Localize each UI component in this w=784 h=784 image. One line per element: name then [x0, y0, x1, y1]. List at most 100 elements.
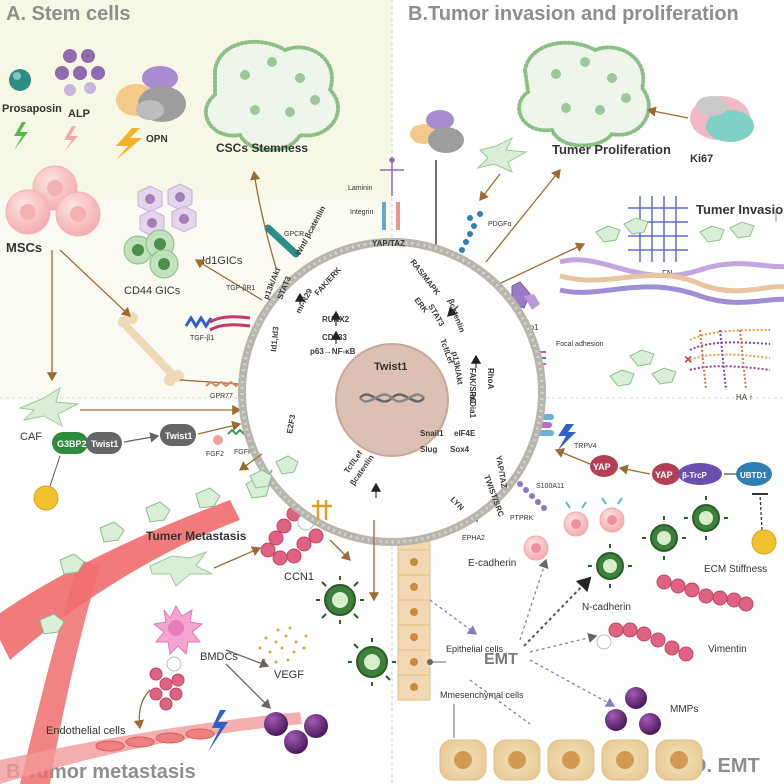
- alp-molecules: [55, 49, 105, 96]
- id1-gic-cells: [137, 183, 197, 237]
- integrin-receptor-icon: [382, 202, 400, 230]
- arrow-bmdc-purple: [225, 663, 271, 709]
- label-endothelial: Endothelial cells: [46, 725, 126, 737]
- label-vimentin: Vimentin: [708, 644, 747, 655]
- label-twist1-center: Twist1: [374, 361, 407, 373]
- label-opn: OPN: [146, 134, 168, 145]
- arrow-yap-release: [618, 464, 651, 475]
- arrow-fibroblast: [479, 173, 501, 202]
- tgfbr1-receptor-icon-2: [209, 323, 251, 332]
- label-pdgfa: PDGFα: [488, 221, 512, 228]
- pdgfa-receptor-icon: [459, 211, 483, 253]
- label-cd44gics: CD44 GICs: [124, 285, 181, 297]
- label-tumer-invasion: Tumer Invasion: [696, 202, 784, 217]
- label-cscs-stemness: CSCs Stemness: [216, 141, 308, 155]
- label-trpv4: TRPV4: [574, 443, 597, 450]
- pathway-label: RhoA: [486, 368, 495, 390]
- arrow-ring-left: [238, 453, 263, 471]
- csc-cluster-a: [203, 39, 341, 152]
- mesenchymal-cells: [439, 739, 703, 781]
- arrow-yap-ring: [554, 448, 591, 465]
- arrow-gic: [194, 259, 263, 301]
- opn-signal-icon: [116, 128, 142, 160]
- label-twist1-complex: Twist1: [91, 439, 118, 449]
- label-ki67: Ki67: [690, 153, 713, 165]
- arrow-bmdc-vegf: [225, 649, 270, 669]
- arrow-emt-mmps: [529, 659, 616, 707]
- label-ptprk: PTPRK: [510, 515, 534, 522]
- s100a11-icon: [517, 481, 547, 511]
- fgf2-ligand-icon: [213, 435, 223, 445]
- tgfbr1-receptor-icon: [209, 315, 251, 324]
- label-s100a11: S100A11: [536, 483, 564, 490]
- mmp-spheres: [605, 687, 661, 735]
- prosaposin-molecule: [9, 69, 31, 91]
- label-fgf2: FGF2: [206, 451, 224, 458]
- prosaposin-signal-icon: [14, 122, 28, 150]
- pathway-label: Snail1: [420, 429, 444, 438]
- pathway-label: CD133: [322, 333, 347, 342]
- pathway-label: YAP/TAZ: [372, 239, 405, 248]
- pathway-label: eIF4E: [454, 429, 476, 438]
- pathway-label: mDia1: [468, 394, 477, 419]
- arrow-ccn1: [213, 546, 262, 569]
- immune-cell-2: [348, 638, 396, 686]
- pathway-label: p63→NF-κB: [310, 347, 356, 356]
- label-ncadherin: N-cadherin: [582, 602, 631, 613]
- arrow-emt-vimentin: [529, 632, 598, 653]
- arrow-emt-ncad: [523, 576, 592, 647]
- endothelial-cells: [95, 728, 215, 752]
- label-ubtd1: UBTD1: [740, 471, 767, 480]
- label-bmdcs: BMDCs: [200, 651, 238, 663]
- ras-protein: [410, 110, 464, 153]
- ring-tumor-cell-2: [275, 455, 299, 475]
- label-gpr77: GPR77: [210, 393, 233, 400]
- title-emt: D. EMT: [692, 755, 760, 777]
- label-caf: CAF: [20, 431, 42, 443]
- ha-mesh: [689, 329, 771, 391]
- label-yap-1: YAP: [593, 462, 611, 472]
- tgfb1-ligand-icon: [184, 315, 213, 329]
- csc-cluster-b: [517, 40, 651, 148]
- ring-tumor-cell: [249, 469, 273, 489]
- label-epha2: EPHA2: [462, 535, 485, 542]
- arrow-cscs: [249, 170, 277, 269]
- label-id1gics: Id1GICs: [202, 255, 243, 267]
- label-tgfbr1: TGF-βR1: [226, 285, 255, 292]
- arrow-ki67: [646, 106, 689, 119]
- arrow-twist-release: [123, 432, 160, 443]
- label-mscs: MSCs: [6, 240, 42, 255]
- immune-cell-1: [316, 576, 364, 624]
- purple-spheres-left: [264, 712, 328, 754]
- ecm-stiffness-ligand: [751, 529, 777, 555]
- yap-node-1: [590, 455, 618, 477]
- label-gpcr: GPCR: [284, 231, 304, 238]
- cell-membrane-dots: [240, 240, 544, 544]
- opn-protein: [116, 66, 186, 122]
- label-ecm-stiffness: ECM Stiffness: [704, 564, 767, 575]
- bmdc-cell: [152, 604, 204, 656]
- label-tumer-metastasis: Tumer Metastasis: [146, 529, 247, 543]
- endothelial-signal-icon: [208, 710, 228, 752]
- pathway-label: Id1,Id3: [269, 326, 281, 353]
- ki67-protein: [690, 96, 754, 142]
- bone-icon: [118, 312, 184, 386]
- ncadherin-cells: [588, 496, 728, 588]
- arrow-tcf: [447, 305, 459, 317]
- label-prosaposin: Prosaposin: [2, 103, 62, 115]
- arrow-msc-bone: [59, 249, 131, 317]
- alp-signal-icon: [64, 126, 78, 152]
- pathway-label: Slug: [420, 445, 437, 454]
- ubtd1-node: [736, 462, 772, 486]
- dna-strand-2: [359, 393, 425, 403]
- yap-btrcp-complex: [652, 463, 722, 485]
- label-mmps: MMPs: [670, 704, 698, 715]
- pathway-label: FAK/SRC: [468, 368, 477, 403]
- label-ha: HA ↑: [736, 393, 753, 402]
- blood-vessel-lower: [0, 712, 302, 784]
- ecm-chain: [656, 574, 754, 612]
- label-yap-2: YAP: [655, 470, 673, 480]
- metastasis-fibroblast: [149, 550, 213, 587]
- bmdc-chain: [149, 656, 185, 711]
- ecm-inhibition: [759, 493, 763, 531]
